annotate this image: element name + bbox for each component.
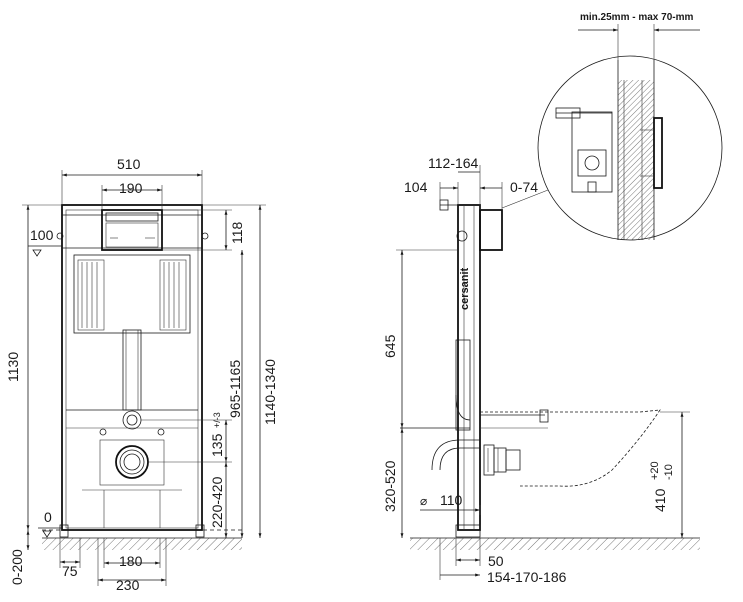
front-floor-hatch (42, 538, 242, 550)
dim-drain-230: 230 (116, 577, 140, 593)
side-frame: cersanit (455, 204, 481, 538)
dim-bowl-410: 410 (652, 488, 668, 512)
front-frame (56, 204, 209, 538)
dim-height-135: 135 (209, 433, 225, 457)
dim-height-645: 645 (382, 334, 398, 358)
dim-height-118: 118 (229, 221, 245, 244)
dim-foot-75: 75 (62, 563, 78, 579)
detail-flush-plate (640, 117, 663, 189)
dim-zero-200: 0-200 (9, 549, 25, 585)
flush-outlet-front (66, 410, 198, 436)
dim-drain-110: 110 (440, 492, 463, 508)
dim-depth-154-170-186: 154-170-186 (487, 569, 567, 585)
dim-height-100: 100 (30, 227, 54, 243)
dim-height-220-420: 220-420 (209, 476, 225, 528)
dim-width-510: 510 (117, 156, 141, 172)
flush-pipe-front (66, 329, 198, 411)
dim-zero: 0 (44, 509, 52, 525)
toilet-bowl-side (480, 409, 661, 487)
dim-bowl-410-tol-plus: +20 (649, 461, 661, 480)
side-floor-hatch (410, 538, 700, 550)
dim-bowl-410-tol-minus: -10 (663, 464, 675, 480)
flush-plate-side (439, 199, 503, 251)
detail-mechanism (555, 107, 613, 193)
dim-height-135-tol: +/-3 (212, 412, 222, 428)
detail-wall (617, 60, 655, 240)
drain-assembly-side (431, 439, 521, 476)
cistern-front (73, 254, 191, 334)
dim-wall-thickness: min.25mm - max 70-mm (580, 12, 693, 23)
dim-depth-112-164: 112-164 (428, 155, 479, 171)
drain-outlet-front (82, 439, 182, 528)
dim-depth-0-74: 0-74 (510, 179, 538, 195)
dim-width-190: 190 (119, 180, 143, 196)
dim-depth-104: 104 (404, 179, 428, 195)
flush-pipe-side (455, 339, 471, 431)
detail-view: min.25mm - max 70-mm (501, 12, 723, 241)
dim-bolt-180: 180 (119, 553, 143, 569)
front-view: 510 190 118 100 1130 1140-1340 965-1165 … (5, 156, 278, 593)
dim-height-965-1165: 965-1165 (227, 360, 243, 418)
dim-height-1130: 1130 (5, 352, 21, 382)
dim-height-320-520: 320-520 (382, 460, 398, 512)
brand-label: cersanit (459, 267, 471, 310)
dim-pipe-50: 50 (488, 553, 504, 569)
dim-height-1140-1340: 1140-1340 (262, 359, 278, 425)
diameter-symbol: ⌀ (420, 494, 427, 508)
side-view: cersanit (382, 155, 700, 585)
flush-plate-front (101, 209, 163, 251)
